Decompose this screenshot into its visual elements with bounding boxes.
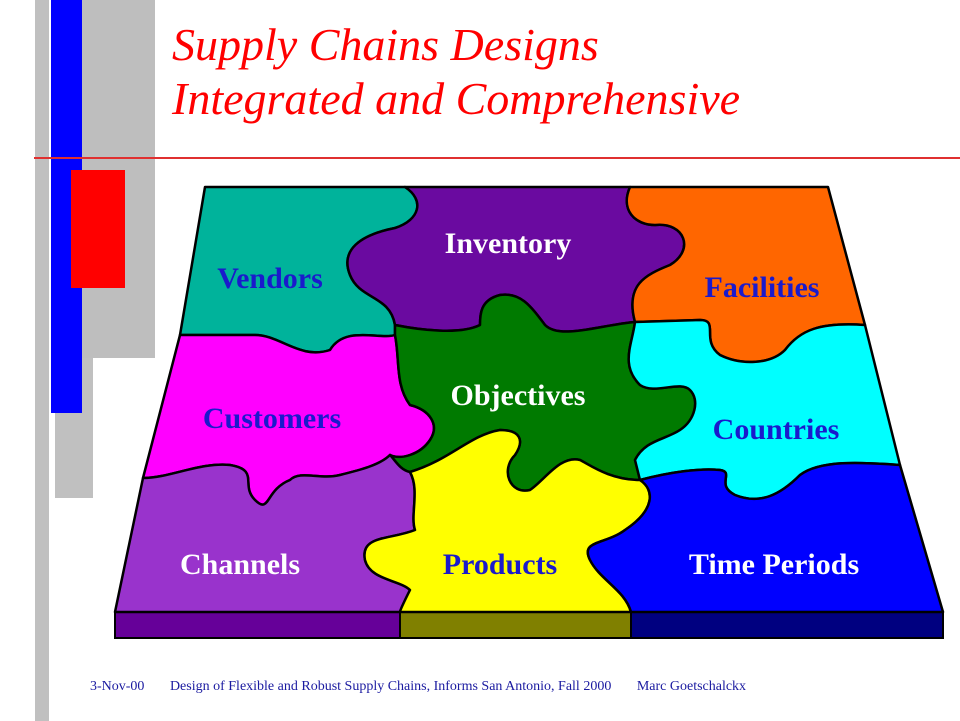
title-divider [34, 157, 960, 159]
label-countries: Countries [713, 413, 840, 446]
piece-time-periods [586, 461, 945, 614]
footer-event: Design of Flexible and Robust Supply Cha… [169, 679, 612, 694]
base-strip-middle [399, 611, 632, 639]
base-strip-left [114, 611, 401, 639]
label-objectives: Objectives [451, 379, 586, 412]
deco-bar-gray-left [35, 0, 49, 721]
title-line-1: Supply Chains Designs [172, 19, 599, 70]
slide-title: Supply Chains Designs Integrated and Com… [172, 18, 952, 126]
footer-author: Marc Goetschalckx [636, 679, 747, 694]
label-inventory: Inventory [445, 227, 572, 260]
footer-date: 3-Nov-00 [90, 679, 145, 694]
base-strip-right [630, 611, 944, 639]
label-products: Products [443, 548, 557, 581]
label-channels: Channels [180, 548, 300, 581]
label-facilities: Facilities [705, 271, 820, 304]
slide-footer: 3-Nov-00 Design of Flexible and Robust S… [90, 679, 746, 695]
label-customers: Customers [203, 402, 341, 435]
label-time-periods: Time Periods [689, 548, 859, 581]
label-vendors: Vendors [217, 262, 323, 295]
title-line-2: Integrated and Comprehensive [172, 73, 741, 124]
deco-bar-red [71, 170, 125, 288]
